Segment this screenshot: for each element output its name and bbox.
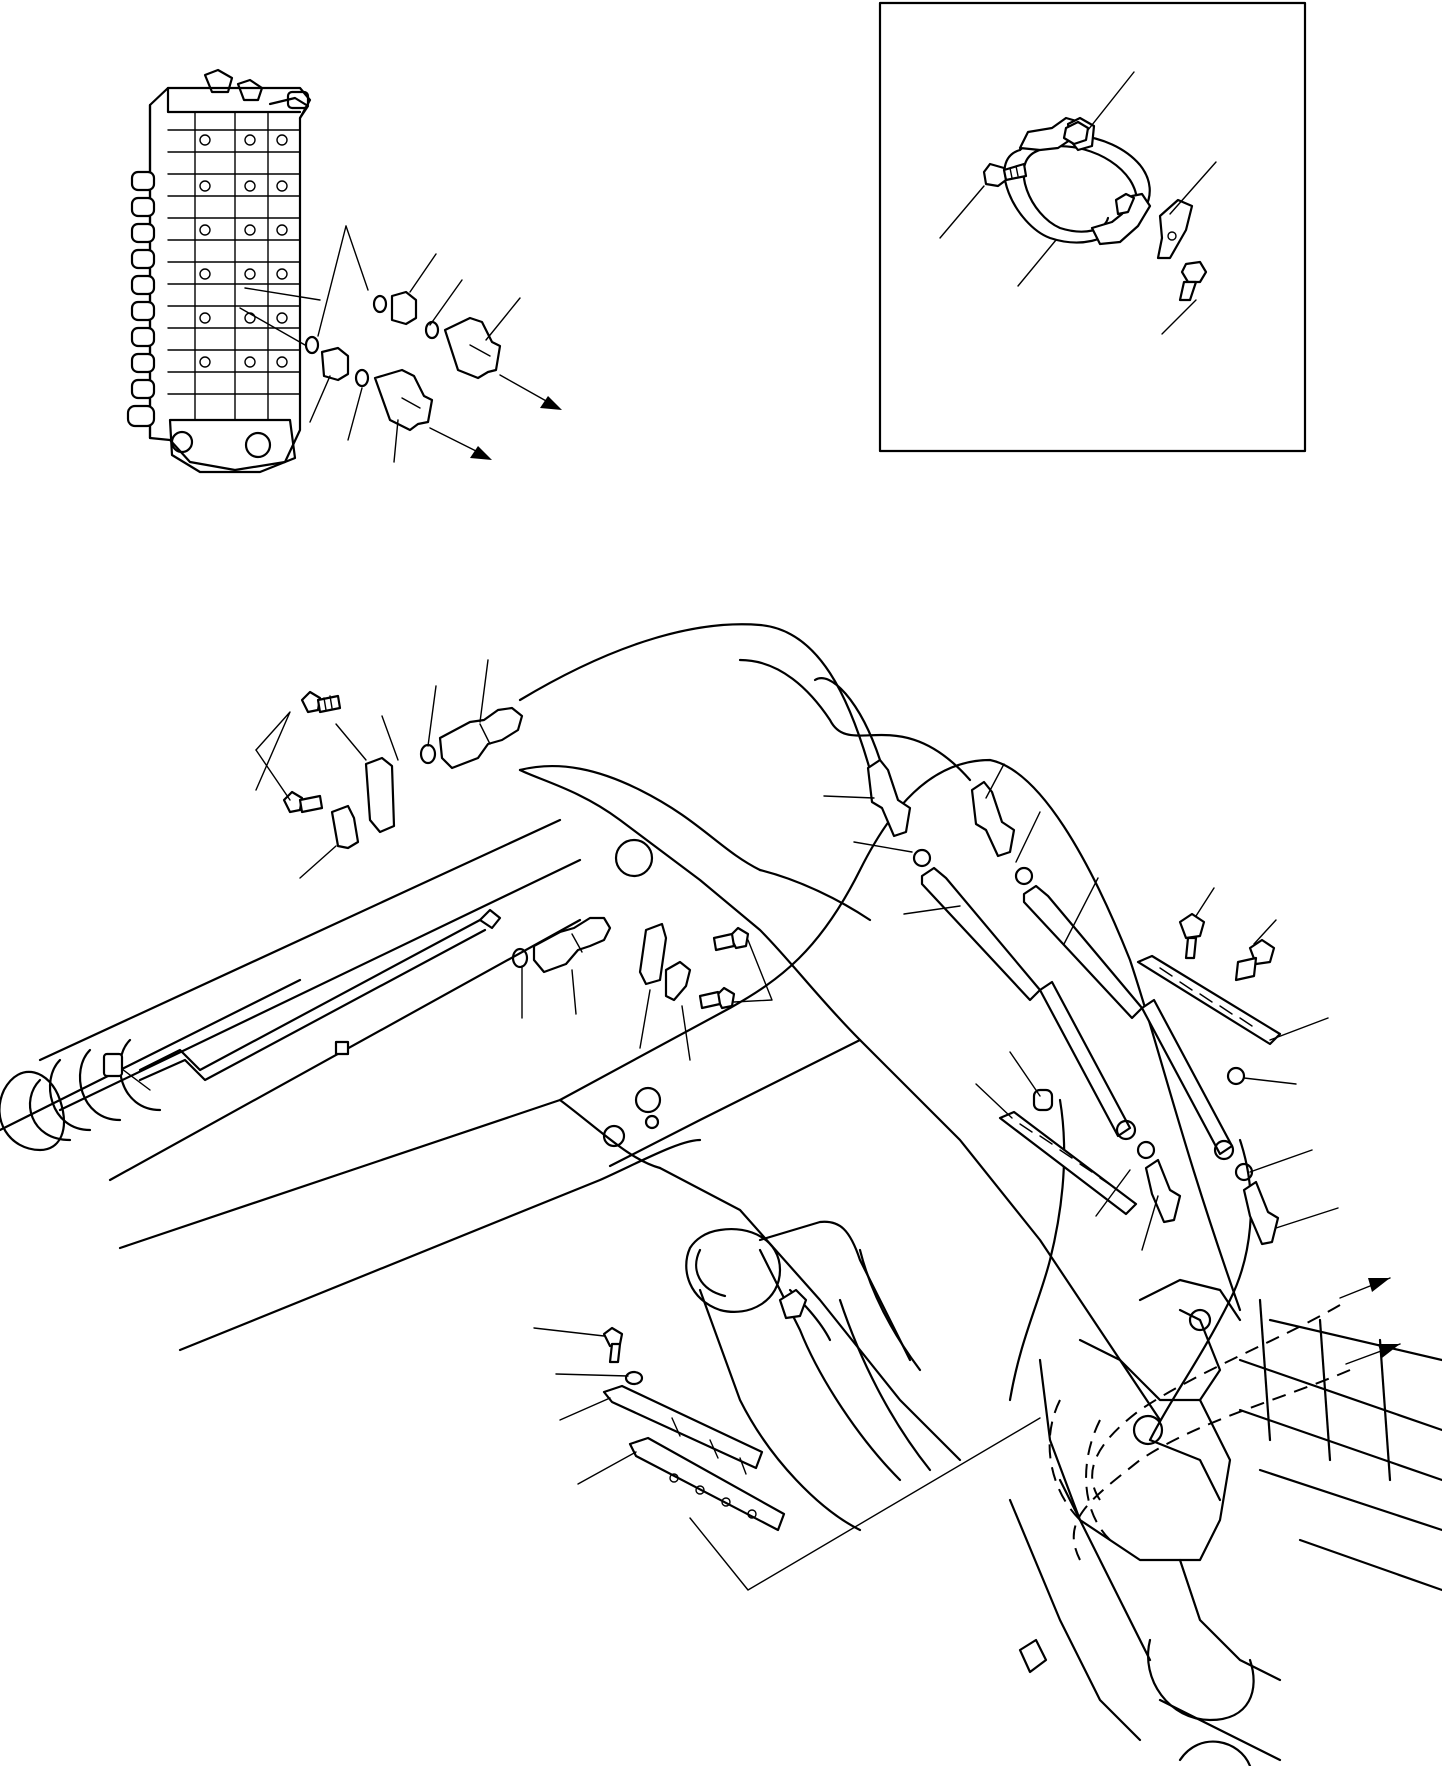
center-clamp-plate (998, 1088, 1138, 1216)
hose-assembly-1 (866, 758, 1182, 1224)
valve-port-caps-left (126, 170, 156, 428)
clamp-bolt-lower (1178, 260, 1208, 302)
valve-bolt-heads (199, 134, 288, 368)
clamp-inset-panel (878, 1, 1307, 453)
hose-inlet-arrows (1339, 1277, 1401, 1365)
lower-bracket-assembly (602, 1326, 1041, 1591)
clamp-callout-leaders (939, 71, 1217, 335)
valve-fittings-lower-row (304, 335, 492, 460)
clamp-nut-top (1062, 120, 1090, 146)
valve-fittings-upper-row (372, 290, 562, 410)
clamp-bolt-left (982, 162, 1028, 188)
middle-bracket-bolts (638, 922, 773, 1010)
boom-callout-leaders (299, 659, 1339, 1485)
upper-hose-fitting (419, 706, 524, 770)
hose-assembly-2 (970, 780, 1280, 1246)
clamp-plate (1156, 198, 1194, 260)
control-valve-block (126, 68, 321, 474)
boom-structure (118, 758, 1242, 1462)
valve-spool-sections (167, 111, 301, 421)
hose-lines (518, 623, 1351, 1561)
valve-callout-leaders (309, 225, 521, 463)
middle-hose-fitting (511, 916, 612, 974)
upper-bracket-bolts (255, 690, 396, 850)
arm-cylinder-left (0, 818, 582, 1182)
boom-cylinder-lower (685, 1220, 932, 1532)
right-clamp-plate (1136, 912, 1282, 1086)
